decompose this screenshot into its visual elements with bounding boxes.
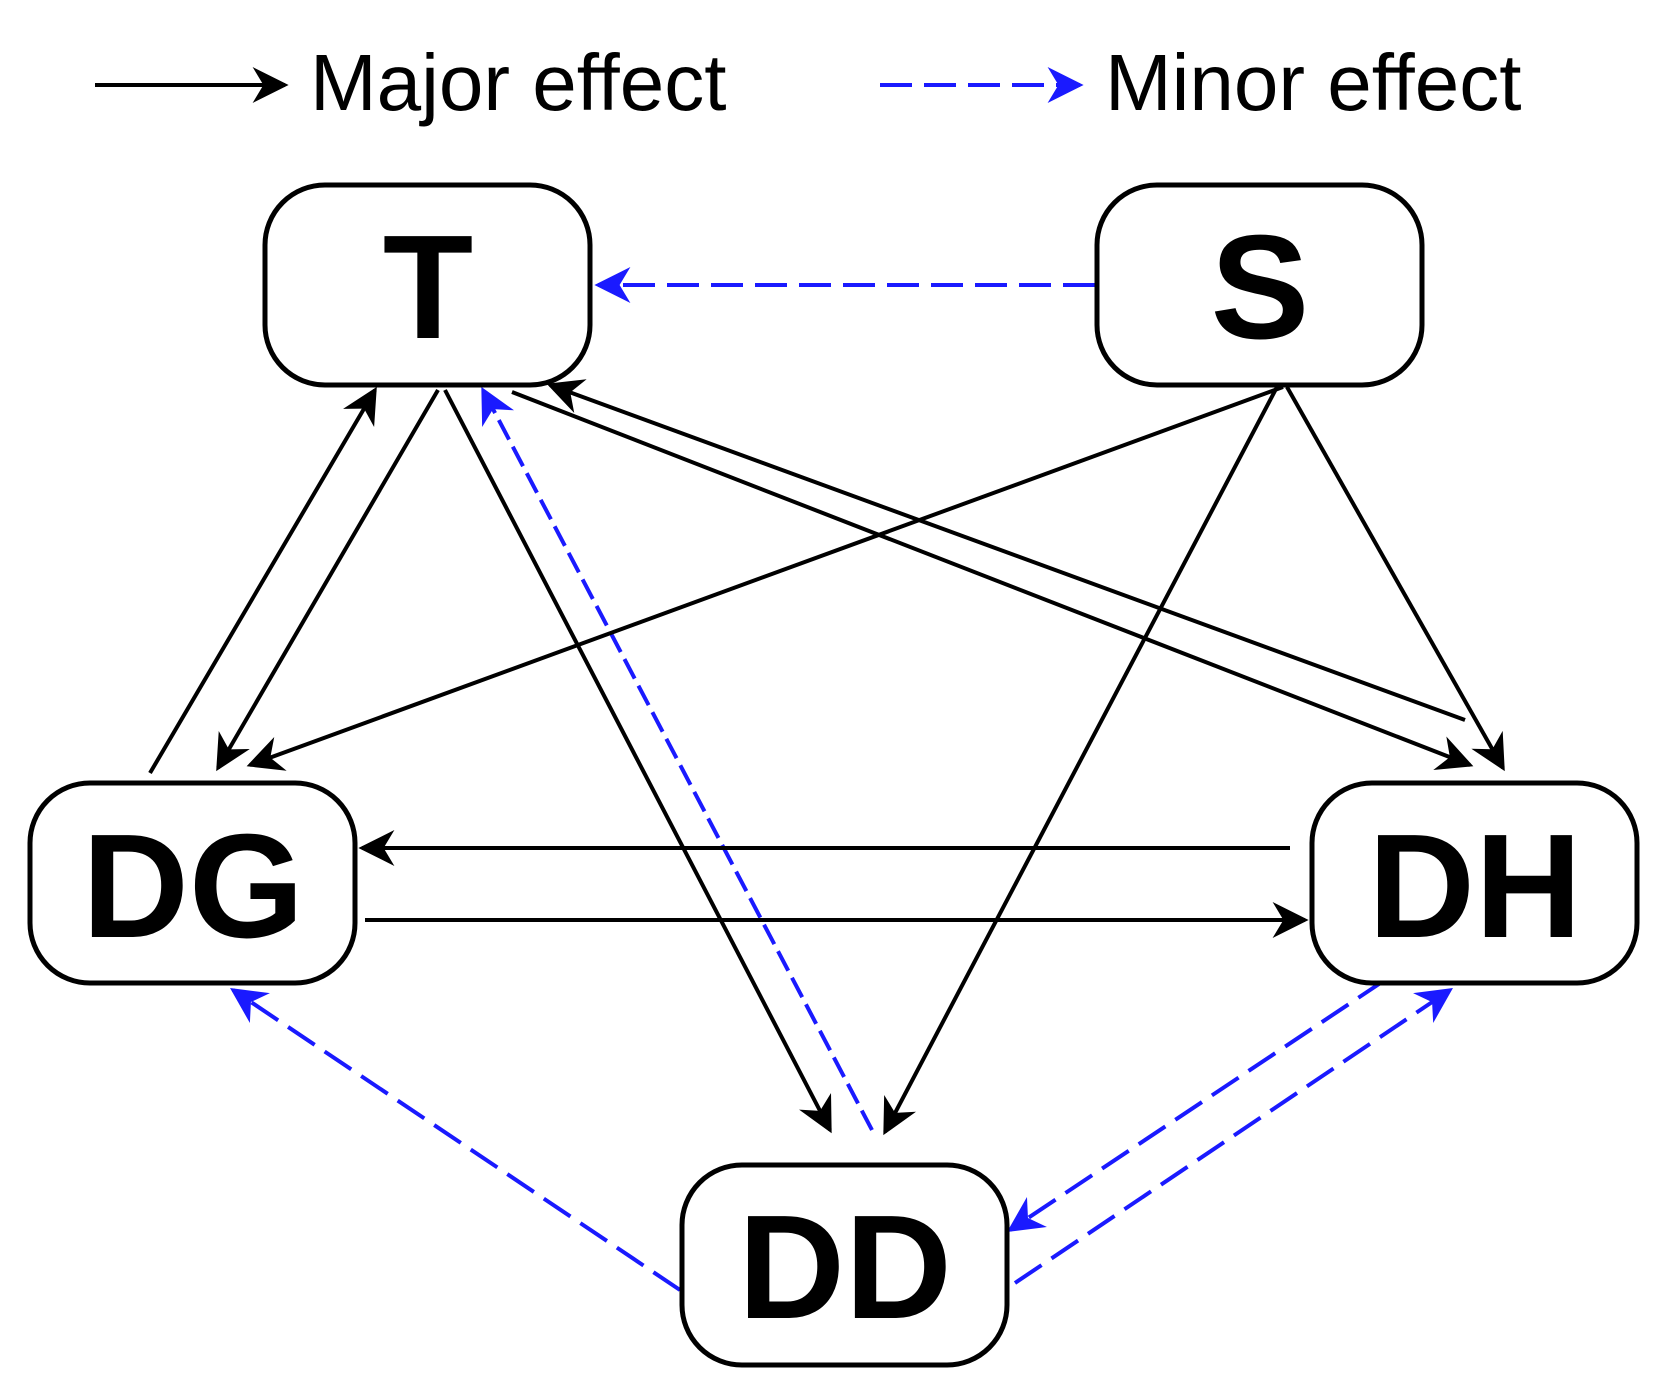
edge-dh-to-dd <box>1007 978 1387 1232</box>
node-s-label: S <box>1211 205 1310 370</box>
node-s-box <box>1094 182 1425 388</box>
edge-t-to-dg <box>216 388 440 772</box>
edge-dh-to-t <box>546 379 1466 722</box>
edge-t-to-dh <box>511 390 1474 771</box>
node-dh: DH <box>1309 780 1640 986</box>
node-s: S <box>1094 182 1425 388</box>
edge-dd-to-t <box>481 386 874 1131</box>
legend-minor-label: Minor effect <box>1105 38 1521 127</box>
node-dg-box <box>27 780 358 986</box>
edge-dd-to-dh <box>1013 987 1453 1285</box>
node-dd-box <box>679 1162 1010 1368</box>
node-t-box <box>262 182 593 388</box>
legend-major-label: Major effect <box>310 38 726 127</box>
edge-t-to-dd <box>443 389 832 1134</box>
node-dh-box <box>1309 780 1640 986</box>
node-dg: DG <box>27 780 358 986</box>
edge-dg-to-t <box>148 386 377 775</box>
edge-s-to-dd <box>883 386 1279 1136</box>
node-dg-label: DG <box>82 804 304 969</box>
node-t: T <box>262 182 593 388</box>
edge-s-to-dh <box>1285 386 1505 772</box>
node-dh-label: DH <box>1368 804 1582 969</box>
node-dd: DD <box>679 1162 1010 1368</box>
edge-s-to-dg <box>246 385 1284 771</box>
node-dd-label: DD <box>738 1185 952 1350</box>
edge-dd-to-dg <box>230 987 682 1292</box>
legend: Major effect Minor effect <box>95 38 1521 127</box>
node-t-label: T <box>383 205 473 370</box>
edges <box>148 267 1505 1292</box>
